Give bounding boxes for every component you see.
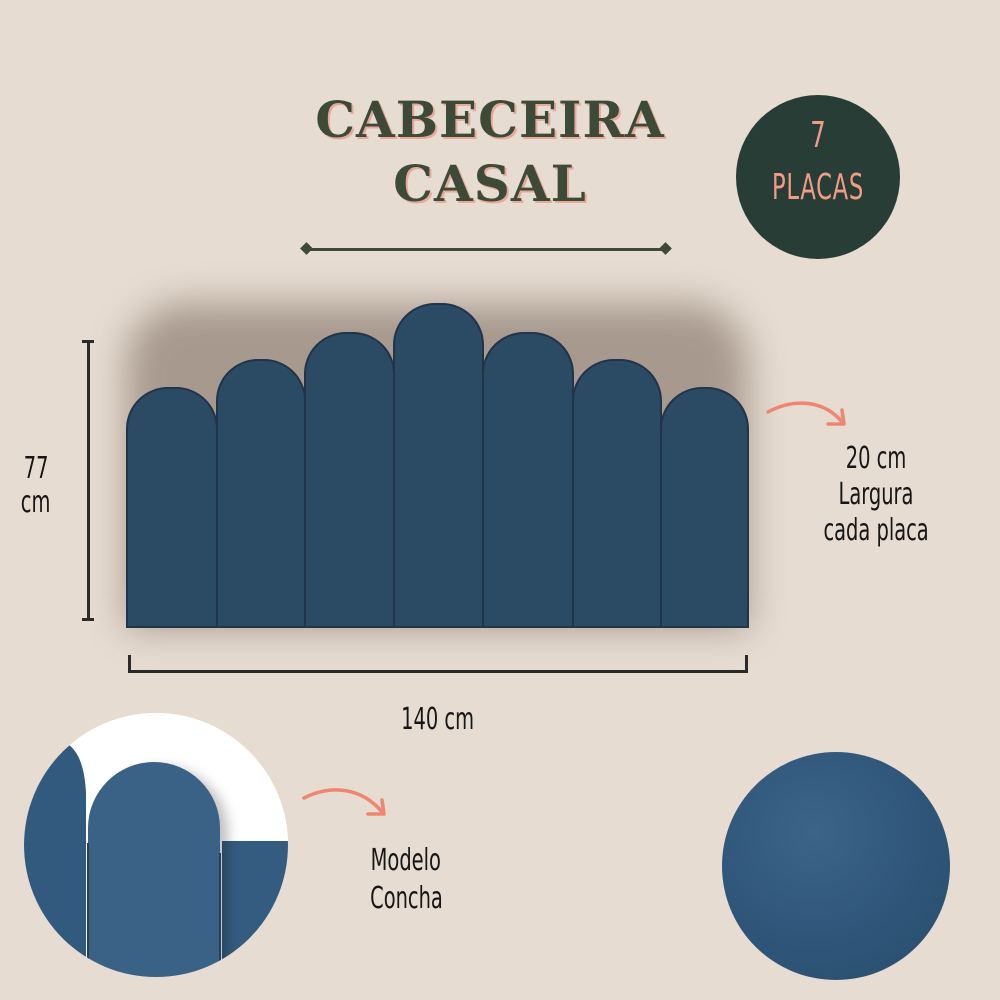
model-line-1: Modelo (370, 843, 442, 878)
panel-width-desc-2: cada placa (823, 513, 929, 548)
title-line-1: CABECEIRA (315, 90, 665, 149)
curved-arrow-icon (766, 401, 846, 426)
badge-count: 7 (810, 115, 826, 156)
height-value: 77 (23, 451, 49, 486)
panel-detail-photo (24, 713, 288, 977)
height-unit: cm (21, 485, 51, 520)
headboard-panel-3 (304, 332, 395, 628)
panel-detail-illustration (24, 713, 288, 977)
curved-arrow-icon (302, 788, 386, 816)
model-annotation: Modelo Concha (336, 842, 476, 918)
page-title: CABECEIRA CASAL (280, 88, 700, 216)
badge-label: PLACAS (772, 167, 864, 208)
height-dimension-line (87, 341, 90, 620)
headboard-panel-1 (126, 387, 218, 628)
headboard-panel-7 (660, 387, 749, 628)
height-label: 77 cm (6, 452, 66, 520)
width-label: 140 cm (401, 702, 475, 737)
panel-count-badge: 7 PLACAS (736, 95, 900, 259)
width-dimension-cap-right (745, 655, 748, 673)
panel-width-value: 20 cm (845, 441, 907, 476)
headboard-panel-6 (572, 359, 662, 628)
height-dimension-cap-bottom (82, 618, 94, 621)
fabric-swatch (722, 752, 950, 980)
headboard-illustration (126, 303, 749, 628)
headboard-panel-2 (216, 359, 306, 628)
panel-width-annotation: 20 cm Largura cada placa (786, 441, 966, 549)
title-line-2: CASAL (393, 154, 587, 213)
panel-width-desc-1: Largura (838, 477, 914, 512)
height-dimension-cap-top (82, 340, 94, 343)
headboard-panel-4 (393, 303, 484, 628)
width-dimension-line (128, 670, 748, 673)
headboard-panel-5 (482, 332, 574, 628)
title-divider (300, 242, 672, 255)
width-dimension-cap-left (128, 655, 131, 673)
model-line-2: Concha (369, 881, 443, 916)
